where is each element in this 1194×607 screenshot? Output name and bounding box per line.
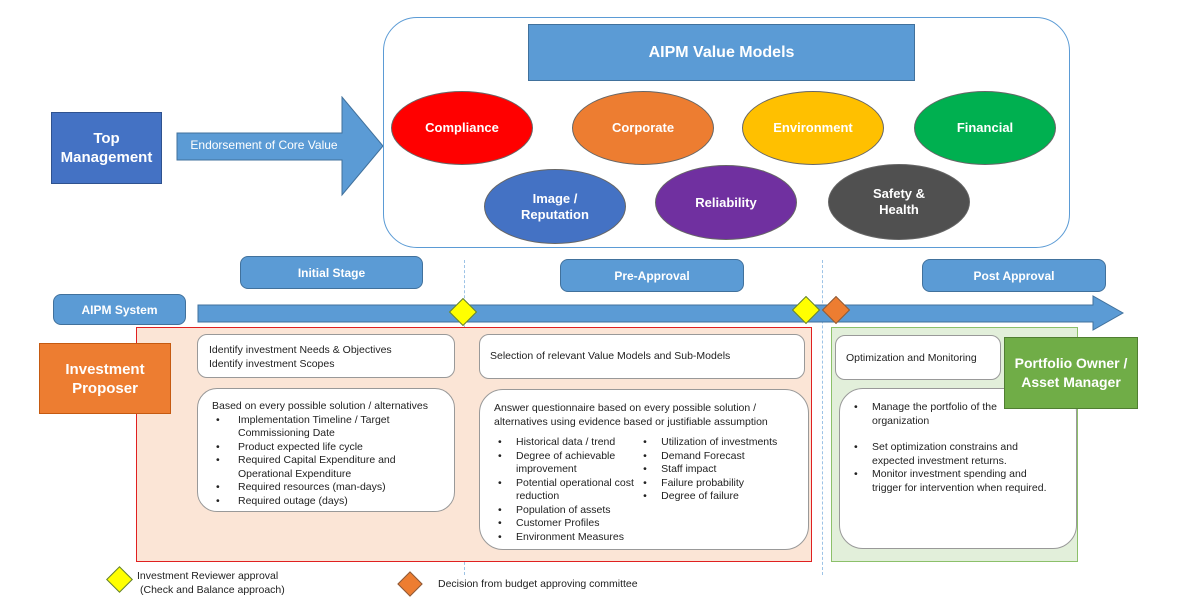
legend-reviewer-icon (106, 566, 133, 593)
optimization-monitoring-text: Optimization and Monitoring (846, 352, 977, 364)
value-model-safety-health: Safety & Health (828, 164, 970, 240)
top-management-label: Top Management (60, 130, 153, 166)
portfolio-owner-box: Portfolio Owner / Asset Manager (1004, 337, 1138, 409)
timeline-arrow (197, 295, 1125, 331)
portfolio-owner-label: Portfolio Owner / Asset Manager (1014, 355, 1128, 390)
value-model-label: Environment (773, 120, 853, 135)
optimization-monitoring-card: Optimization and Monitoring (835, 335, 1001, 380)
scopes-text: Identify investment Scopes (209, 357, 335, 370)
value-model-corporate: Corporate (572, 91, 714, 165)
questionnaire-item: Demand Forecast (639, 450, 794, 464)
questionnaire-item: Staff impact (639, 463, 794, 477)
stage-post-approval-label: Post Approval (973, 268, 1055, 283)
stage-initial-label: Initial Stage (297, 265, 366, 280)
value-model-financial: Financial (914, 91, 1056, 165)
alternatives-card: Based on every possible solution / alter… (197, 388, 455, 512)
value-model-reliability: Reliability (655, 165, 797, 240)
questionnaire-item: Degree of achievable improvement (494, 450, 639, 477)
value-model-image-reputation: Image / Reputation (484, 169, 626, 244)
aipm-system-label: AIPM System (81, 302, 158, 317)
value-model-label: Image / Reputation (521, 190, 589, 222)
questionnaire-item: Population of assets (494, 504, 639, 518)
alternatives-list: Implementation Timeline / Target Commiss… (212, 414, 440, 509)
questionnaire-heading: Answer questionnaire based on every poss… (494, 402, 768, 428)
stage-pre-approval-label: Pre-Approval (614, 268, 690, 283)
stage-divider-2 (822, 260, 823, 575)
questionnaire-item: Utilization of investments (639, 436, 794, 450)
value-models-title-text: AIPM Value Models (648, 43, 795, 61)
value-model-compliance: Compliance (391, 91, 533, 165)
aipm-system-box: AIPM System (53, 294, 186, 325)
questionnaire-card: Answer questionnaire based on every poss… (479, 389, 809, 550)
endorsement-arrow (176, 96, 384, 197)
value-model-label: Safety & Health (872, 186, 926, 217)
portfolio-management-card: Manage the portfolio of the organization… (839, 388, 1077, 549)
value-model-label: Financial (956, 120, 1014, 135)
needs-objectives-card: Identify investment Needs & Objectives I… (197, 334, 455, 378)
legend-reviewer-line2: (Check and Balance approach) (140, 584, 285, 596)
stage-initial: Initial Stage (240, 256, 423, 289)
value-models-title: AIPM Value Models (528, 24, 915, 81)
questionnaire-item: Degree of failure (639, 490, 794, 504)
legend-reviewer-line1: Investment Reviewer approval (137, 570, 279, 582)
endorsement-label: Endorsement of Core Value (190, 138, 338, 152)
stage-post-approval: Post Approval (922, 259, 1106, 292)
value-model-label: Corporate (611, 120, 675, 135)
alternatives-item: Required outage (days) (212, 495, 440, 509)
portfolio-item: Set optimization constrains and expected… (850, 441, 1055, 468)
alternatives-item: Required resources (man-days) (212, 481, 440, 495)
value-model-selection-card: Selection of relevant Value Models and S… (479, 334, 805, 379)
portfolio-management-list: Manage the portfolio of the organization (850, 401, 1000, 428)
questionnaire-item: Environment Measures (494, 531, 639, 545)
questionnaire-item: Failure probability (639, 477, 794, 491)
questionnaire-item: Potential operational cost reduction (494, 477, 639, 504)
questionnaire-list-1: Historical data / trend Degree of achiev… (494, 436, 639, 544)
needs-objectives-text: Identify investment Needs & Objectives (209, 344, 392, 356)
investment-proposer-box: Investment Proposer (39, 343, 171, 414)
portfolio-item: Manage the portfolio of the organization (850, 401, 1000, 428)
stage-pre-approval: Pre-Approval (560, 259, 744, 292)
alternatives-item: Implementation Timeline / Target Commiss… (212, 414, 440, 441)
questionnaire-item: Customer Profiles (494, 517, 639, 531)
portfolio-item: Monitor investment spending and trigger … (850, 468, 1055, 495)
value-model-environment: Environment (742, 91, 884, 165)
portfolio-management-list-2: Set optimization constrains and expected… (850, 441, 1055, 495)
questionnaire-list-2: Utilization of investments Demand Foreca… (639, 436, 794, 544)
alternatives-item: Product expected life cycle (212, 441, 440, 455)
value-model-selection-text: Selection of relevant Value Models and S… (490, 350, 731, 362)
legend-committee-text: Decision from budget approving committee (438, 578, 638, 590)
top-management-box: Top Management (51, 112, 162, 184)
investment-proposer-label: Investment Proposer (65, 360, 145, 397)
value-model-label: Compliance (425, 120, 499, 135)
legend-committee-icon (397, 571, 423, 597)
alternatives-item: Required Capital Expenditure and Operati… (212, 454, 440, 481)
alternatives-heading: Based on every possible solution / alter… (212, 400, 428, 412)
legend-reviewer-text: Investment Reviewer approval (Check and … (137, 569, 285, 597)
questionnaire-item: Historical data / trend (494, 436, 639, 450)
questionnaire-columns: Historical data / trend Degree of achiev… (494, 436, 794, 544)
value-model-label: Reliability (695, 194, 757, 210)
